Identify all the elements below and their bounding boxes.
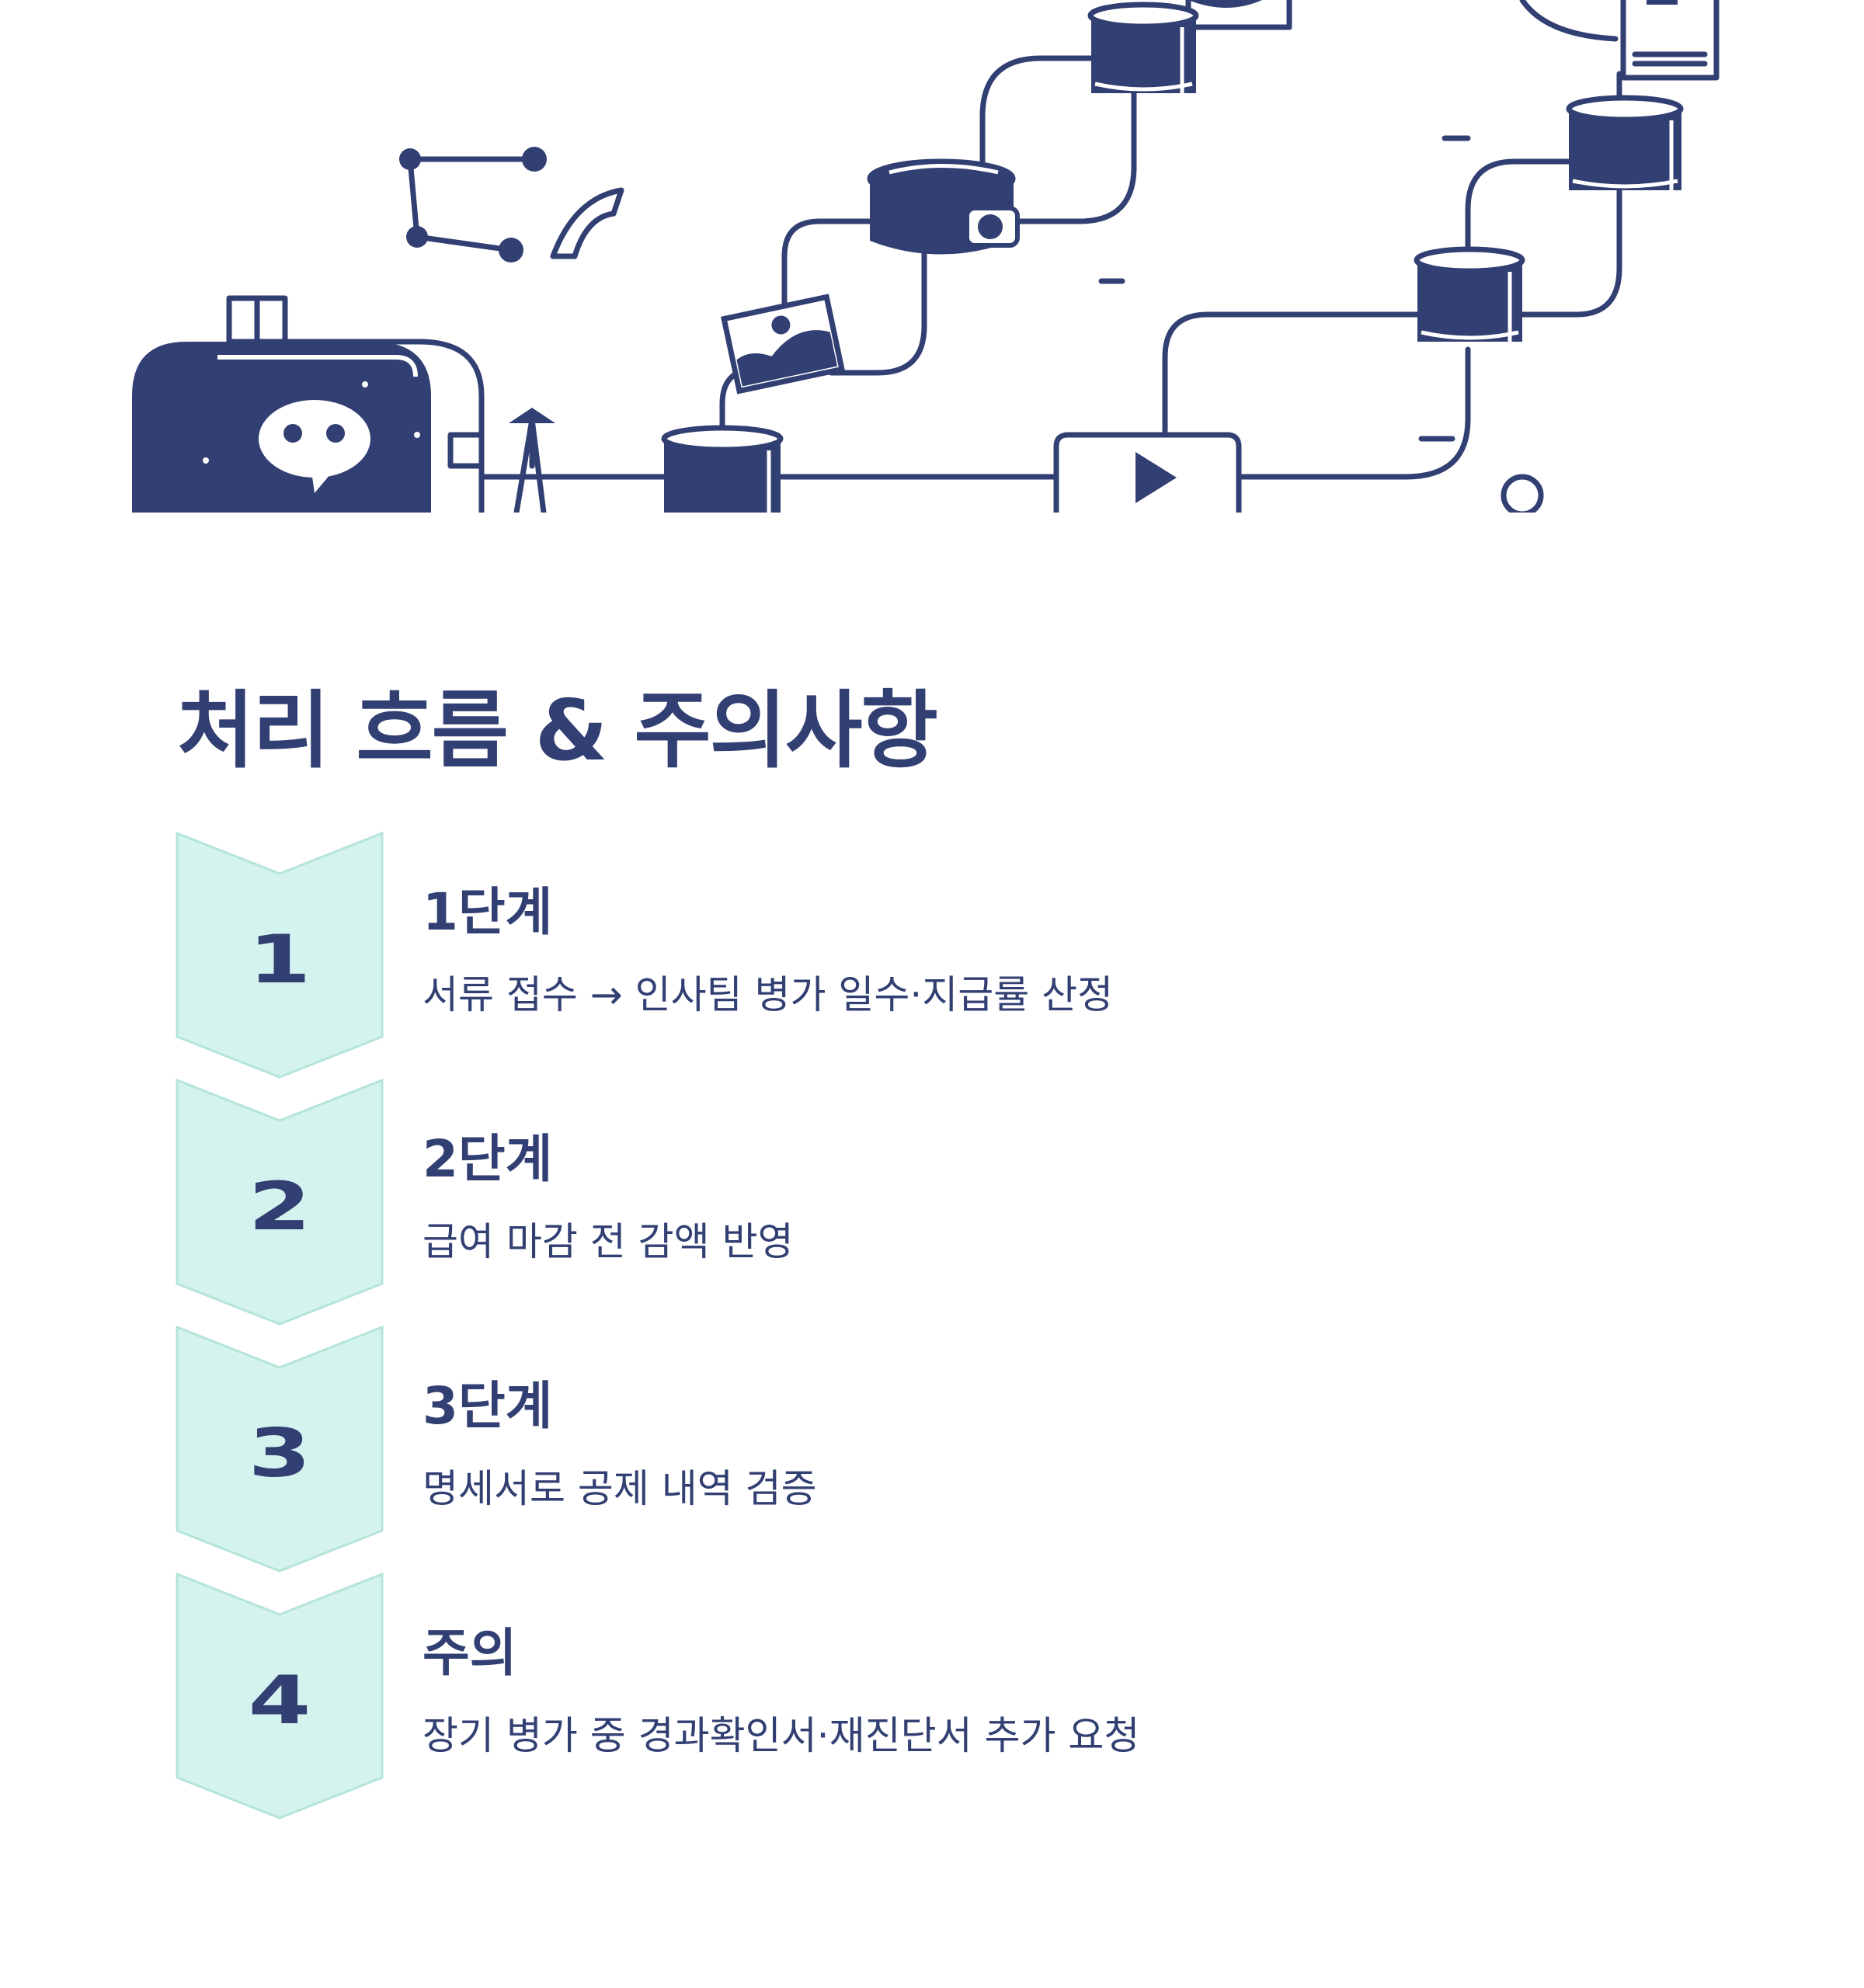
star-dot	[203, 457, 209, 464]
chevron-icon	[176, 1079, 384, 1327]
database-icon	[661, 425, 784, 513]
star-dot	[362, 381, 368, 388]
step-title: 주의	[423, 1623, 517, 1683]
step-number: 3	[248, 1415, 311, 1493]
database-icon	[867, 158, 1020, 255]
pipe-line	[1465, 158, 1572, 255]
dash-mark	[1098, 135, 1471, 284]
bubble-dot	[326, 424, 345, 443]
constellation-dot	[522, 147, 547, 172]
constellation-dot	[399, 148, 421, 170]
step-item-2: 2 2단계 급여 마감 전 감액 반영	[176, 1079, 1729, 1326]
video-frame	[1053, 432, 1242, 513]
robot-highlight	[217, 355, 418, 377]
step-description: 장기 병가 중 경과확인서·재진단서 추가 요청	[423, 1713, 1140, 1758]
bubble-dot	[283, 424, 302, 443]
antenna	[254, 295, 288, 345]
step-title: 3단계	[423, 1376, 553, 1436]
pipe-line	[1236, 346, 1471, 480]
chevron-icon	[176, 1573, 384, 1821]
pipe-line	[828, 245, 927, 376]
step-title: 1단계	[423, 882, 553, 942]
top-arc-shape	[1188, 0, 1262, 8]
play-icon	[1135, 452, 1177, 503]
step-item-4: 4 주의 장기 병가 중 경과확인서·재진단서 추가 요청	[176, 1573, 1729, 1819]
tripod	[513, 416, 547, 513]
step-description: 명세서로 공제 내역 검증	[423, 1466, 817, 1511]
document-outline	[1620, 0, 1720, 81]
step-number: 2	[248, 1168, 311, 1246]
tripod-top	[509, 408, 555, 423]
workflow-illustration	[132, 0, 1720, 513]
step-title: 2단계	[423, 1129, 553, 1189]
robot-outline	[416, 339, 485, 513]
constellation-dot	[499, 238, 523, 262]
pipe-line	[1010, 90, 1137, 224]
step-number: 1	[248, 921, 311, 999]
antenna	[226, 295, 260, 345]
chevron-icon	[176, 832, 384, 1080]
misc-line	[774, 432, 1455, 513]
database-icon	[1566, 95, 1684, 190]
step-item-1: 1 1단계 서류 접수 → 인사팀 병가 일수·지급률 산정	[176, 832, 1729, 1079]
document-header	[1647, 0, 1678, 5]
hero-illustration	[0, 0, 1864, 513]
pipe-line	[1519, 0, 1619, 42]
small-circle	[1501, 474, 1544, 513]
document-lines	[1632, 51, 1708, 67]
database-icon	[1414, 246, 1525, 342]
star-dot	[414, 432, 420, 438]
page-title: 처리 흐름 & 주의사항	[177, 683, 938, 780]
process-steps-list: 1 1단계 서류 접수 → 인사팀 병가 일수·지급률 산정 2 2단계 급여 …	[176, 832, 1729, 1819]
photo-icon	[721, 294, 846, 394]
chevron-icon	[176, 1326, 384, 1574]
pipe-line	[1519, 187, 1622, 318]
speech-bubble-tail	[311, 466, 334, 493]
connector	[447, 432, 485, 469]
constellation-lines	[407, 156, 537, 253]
pipe-line	[1162, 311, 1421, 434]
step-number: 4	[248, 1662, 311, 1740]
pipe-line	[781, 218, 877, 306]
pipe-line	[979, 55, 1098, 166]
arrow-curve	[550, 187, 624, 259]
step-description: 서류 접수 → 인사팀 병가 일수·지급률 산정	[423, 972, 1114, 1017]
speech-bubble-icon	[259, 400, 370, 478]
step-item-3: 3 3단계 명세서로 공제 내역 검증	[176, 1326, 1729, 1573]
database-icon	[1087, 2, 1199, 93]
constellation-dot	[406, 226, 428, 248]
step-description: 급여 마감 전 감액 반영	[423, 1219, 794, 1264]
